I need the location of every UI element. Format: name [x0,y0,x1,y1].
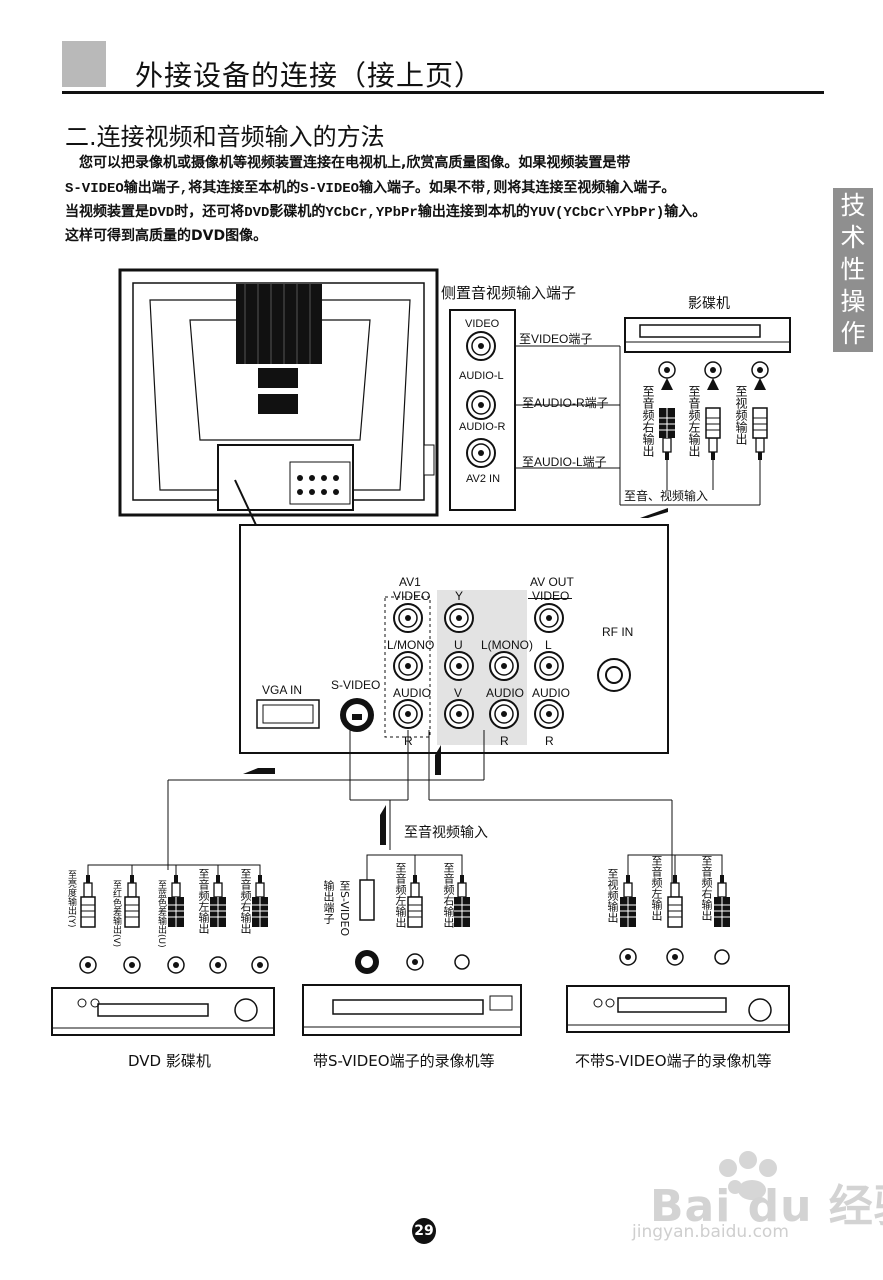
vga-label: VGA IN [262,683,303,697]
watermark-url: jingyan.baidu.com [632,1222,789,1242]
side-tab-char: 技 [840,191,866,220]
vcr-plain-illustration [566,985,790,1033]
section-title: 二.连接视频和音频输入的方法 [65,123,385,151]
arrow-label: 至音视频输入 [404,825,488,841]
jack-label: AV2 IN [466,473,501,485]
y-label: Y [455,589,464,603]
r-label: R [500,734,509,748]
r-label: R [545,734,554,748]
svideo-label: S-VIDEO [331,678,381,692]
output-label: 至S-VIDEO输出端子 [322,880,351,937]
output-label: 至音频右输出 [641,385,655,457]
paragraph-line: S-VIDEO输出端子,将其连接至本机的S-VIDEO输入端子。如果不带,则将其… [65,181,676,197]
tv-rear-illustration [118,268,439,517]
device-caption: DVD 影碟机 [128,1052,211,1070]
device-caption: 带S-VIDEO端子的录像机等 [313,1052,495,1070]
top-dvd-label: 影碟机 [688,296,730,312]
l-mono-label: L/MONO [387,638,435,652]
output-label: 至视频输出 [606,868,619,923]
side-tab: 技 术 性 操 作 [833,188,873,352]
u-label: U [454,638,463,652]
link-label: 至VIDEO端子 [519,332,593,346]
side-tab-char: 术 [840,223,866,252]
output-label: 至红色差输出(V) [111,880,121,948]
side-tab-char: 作 [840,319,866,348]
cable-routing [167,730,673,890]
paragraph-line: 当视频装置是DVD时，还可将DVD影碟机的YCbCr,YPbPr输出连接到本机的… [65,205,707,221]
output-label: 至音频右输出 [700,855,713,921]
l-mono-label: L(MONO) [481,638,533,652]
output-label: 至蓝色差输出(U) [156,880,166,948]
output-label: 至视频输出 [734,385,748,445]
watermark-paw-icon [719,1151,777,1200]
output-label: 至亮度输出(Y) [66,870,76,928]
l-label: L [545,638,552,652]
audio-label: AUDIO [486,686,525,700]
side-tab-char: 性 [840,255,866,284]
side-panel-title: 侧置音视频输入端子 [441,284,577,302]
video-label: VIDEO [393,589,431,603]
rear-panel [239,524,669,754]
vcr-svideo-illustration [302,984,522,1036]
output-label: 至音频右输出 [442,862,455,928]
jack-label: AUDIO-R [459,421,506,433]
av-out-label: AV OUT [530,575,574,589]
device-caption: 不带S-VIDEO端子的录像机等 [575,1052,772,1070]
output-label: 至音频右输出 [239,868,252,934]
av1-label: AV1 [399,575,421,589]
paragraph-line: 您可以把录像机或摄像机等视频装置连接在电视机上,欣赏高质量图像。如果视频装置是带 [65,155,631,171]
link-label: 至AUDIO-R端子 [522,396,609,410]
output-label: 至音频左输出 [197,868,210,934]
jack-label: VIDEO [465,318,500,330]
top-dvd-bottom-label: 至音、视频输入 [624,489,709,503]
output-label: 至音频左输出 [650,855,663,921]
page-title: 外接设备的连接（接上页） [135,59,484,92]
rf-in-label: RF IN [602,625,634,639]
side-tab-char: 操 [840,287,866,316]
output-label: 至音频左输出 [687,385,701,457]
page-number: 29 [412,1218,436,1244]
audio-label: AUDIO [532,686,571,700]
paragraph-line: 这样可得到高质量的DVD图像。 [65,228,268,244]
top-dvd-illustration [624,317,791,518]
dvd-player-illustration [51,987,275,1036]
output-label: 至音频左输出 [394,862,407,928]
header-block [62,41,106,87]
jack-label: AUDIO-L [459,370,504,382]
video-label: VIDEO [532,589,570,603]
header-rule [62,91,824,94]
audio-label: AUDIO [393,686,432,700]
r-label: R [404,734,413,748]
v-label: V [454,686,463,700]
side-av-panel [449,309,760,511]
watermark-brand: Bai du 经验 [650,1181,883,1232]
link-label: 至AUDIO-L端子 [522,455,607,469]
